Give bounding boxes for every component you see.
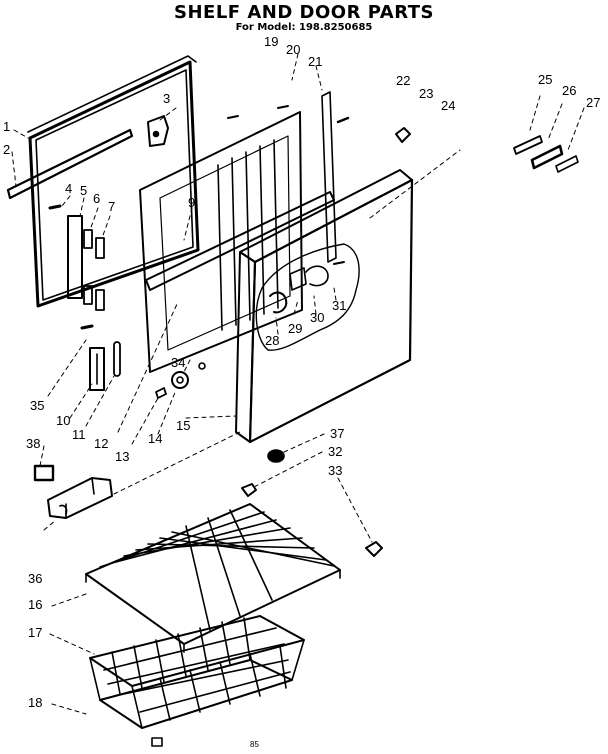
callout-26: 26	[562, 83, 577, 98]
callout-13: 13	[115, 449, 130, 464]
callout-22: 22	[396, 73, 411, 88]
callout-37: 37	[330, 426, 345, 441]
callout-16: 16	[28, 597, 43, 612]
callout-23: 23	[419, 86, 434, 101]
callout-19: 19	[264, 34, 279, 49]
callout-38: 38	[26, 436, 41, 451]
callout-2: 2	[3, 142, 11, 157]
callout-36: 36	[28, 571, 43, 586]
callout-5: 5	[80, 183, 88, 198]
upper-right-parts	[396, 128, 578, 172]
callout-21: 21	[308, 54, 323, 69]
callout-10: 10	[56, 413, 71, 428]
outer-door-panel	[236, 170, 412, 442]
callout-24: 24	[441, 98, 456, 113]
callout-18: 18	[28, 695, 43, 710]
callout-12: 12	[94, 436, 109, 451]
callout-34: 34	[171, 355, 186, 370]
callout-33: 33	[328, 463, 343, 478]
leader-lines	[12, 54, 584, 714]
callout-7: 7	[108, 199, 116, 214]
wire-shelf	[86, 504, 340, 652]
callout-32: 32	[328, 444, 343, 459]
callout-29: 29	[288, 321, 303, 336]
callout-9: 9	[188, 195, 196, 210]
lower-small-parts	[242, 450, 382, 556]
callout-27: 27	[586, 95, 601, 110]
callout-1: 1	[3, 119, 11, 134]
callout-17: 17	[28, 625, 43, 640]
inner-door-panel	[140, 112, 302, 372]
diagram-title: SHELF AND DOOR PARTS	[174, 2, 434, 23]
upper-hinge	[148, 116, 168, 146]
callout-3: 3	[163, 91, 171, 106]
callout-30: 30	[310, 310, 325, 325]
door-handle	[35, 466, 112, 518]
callout-31: 31	[332, 298, 347, 313]
callout-35: 35	[30, 398, 45, 413]
door-shelf-rail	[146, 192, 334, 290]
callout-25: 25	[538, 72, 553, 87]
callout-20: 20	[286, 42, 301, 57]
callout-11: 11	[72, 427, 86, 442]
breaker-strip	[8, 130, 132, 198]
callout-6: 6	[93, 191, 101, 206]
left-small-parts	[50, 206, 120, 390]
callout-4: 4	[65, 181, 73, 196]
door-gasket	[28, 56, 198, 306]
model-number: For Model: 198.8250685	[235, 22, 373, 33]
callout-14: 14	[148, 431, 163, 446]
wire-basket	[90, 616, 304, 746]
callout-15: 15	[176, 418, 191, 433]
thermostat-knob-parts	[156, 363, 205, 398]
drawing-code: 85	[250, 740, 259, 749]
door-top-parts	[228, 92, 348, 262]
callout-28: 28	[265, 333, 280, 348]
